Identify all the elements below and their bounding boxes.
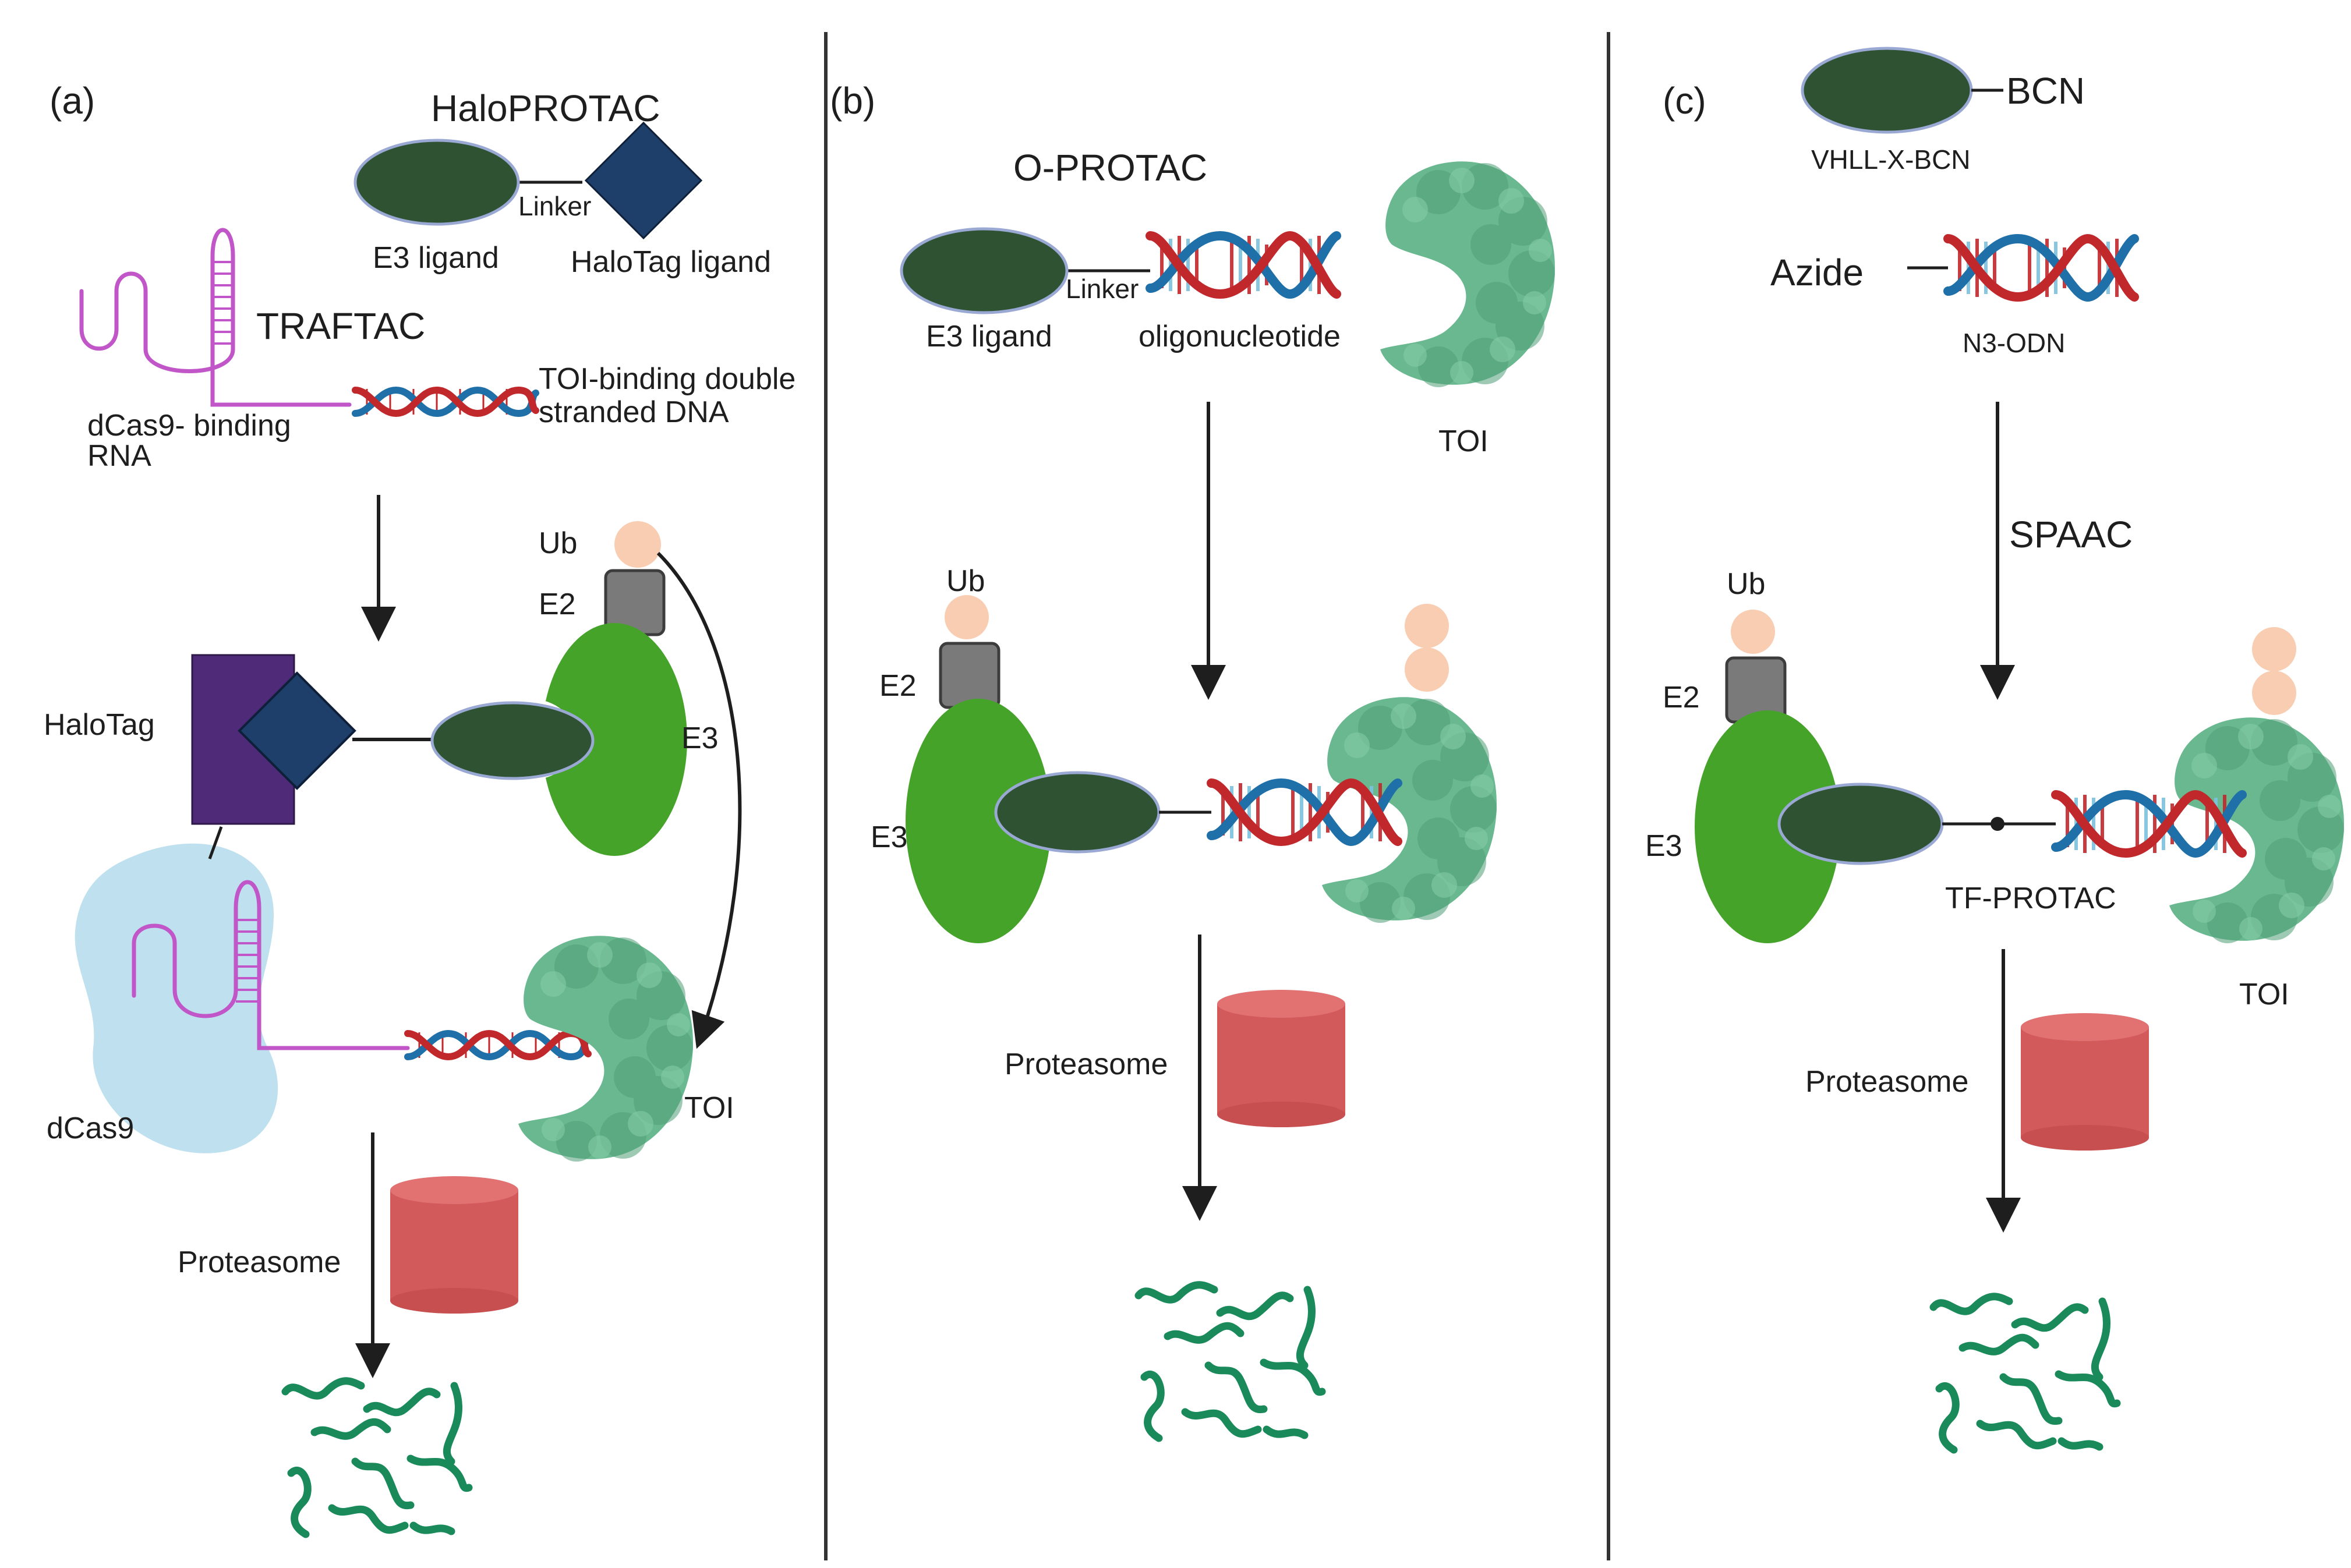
panel-b-toi-label: TOI bbox=[1438, 424, 1489, 458]
panel-c-e3-ligase bbox=[1695, 710, 1840, 943]
panel-b-e2-icon bbox=[939, 642, 1000, 709]
panel-b-e3-ligand-bound bbox=[994, 771, 1161, 854]
halo-protac-e3-ligand-label: E3 ligand bbox=[373, 241, 499, 275]
panel-a-toi-label: TOI bbox=[684, 1091, 734, 1125]
o-protac-linker-label: Linker bbox=[1066, 274, 1139, 304]
traftac-dna-icon bbox=[355, 389, 536, 415]
panel-c-toi-label: TOI bbox=[2239, 978, 2289, 1011]
panel-a-ub-icon bbox=[614, 521, 661, 568]
panel-a: (a) HaloPROTAC Linker E3 ligand HaloTag … bbox=[44, 80, 796, 1534]
halotag-label: HaloTag bbox=[44, 708, 155, 742]
halo-protac-e3-ligand bbox=[353, 139, 520, 226]
panel-a-e3-ligand-bound bbox=[430, 701, 595, 780]
panel-c: (c) BCN VHLL-X-BCN Azide N3-ODN SPAAC Ub… bbox=[1645, 47, 2344, 1450]
panel-a-e3-label: E3 bbox=[681, 721, 719, 755]
panel-c-ub-label: Ub bbox=[1727, 567, 1765, 601]
vhll-ligand bbox=[1801, 47, 1973, 134]
panel-b-dna-bound-icon bbox=[1211, 783, 1398, 841]
halo-protac-title: HaloPROTAC bbox=[431, 87, 660, 129]
panel-a-letter: (a) bbox=[50, 80, 95, 122]
o-protac-oligonucleotide-icon bbox=[1150, 236, 1337, 294]
panel-c-peptide-fragments bbox=[1933, 1297, 2117, 1450]
tf-protac-label: TF-PROTAC bbox=[1945, 882, 2116, 915]
vhll-x-bcn-label: VHLL-X-BCN bbox=[1811, 144, 1971, 175]
halotag-ligand-bound bbox=[238, 671, 356, 790]
ubiquitin-transfer-arrow bbox=[656, 551, 742, 1049]
panel-a-proteasome-label: Proteasome bbox=[178, 1245, 341, 1279]
panel-b: (b) O-PROTAC Linker E3 ligand oligonucle… bbox=[830, 80, 1555, 1438]
dna-label-line-1: TOI-binding double bbox=[539, 362, 796, 396]
panel-b-toi-protein-free bbox=[1380, 161, 1555, 387]
o-protac-e3-ligand-label: E3 ligand bbox=[926, 320, 1052, 353]
dcas9-rna-rungs bbox=[236, 919, 259, 1003]
panel-a-ub-label: Ub bbox=[539, 526, 577, 560]
rna-hairpin-rungs bbox=[213, 261, 233, 345]
panel-c-e3-ligand-bound bbox=[1777, 783, 1944, 865]
panel-b-e3-label: E3 bbox=[871, 820, 908, 854]
panel-c-ub-icon bbox=[1731, 610, 1775, 654]
panel-b-e3-ligase bbox=[906, 699, 1051, 943]
panel-b-toi-protein-bound bbox=[1322, 697, 1497, 923]
traftac-title: TRAFTAC bbox=[256, 305, 425, 347]
halo-protac-halotag-ligand-label: HaloTag ligand bbox=[571, 245, 771, 279]
panel-a-e3-ligase bbox=[542, 623, 687, 856]
panel-b-ub-icon bbox=[945, 595, 989, 639]
dcas9-binding-rna-icon bbox=[79, 228, 352, 407]
panel-b-ub-label: Ub bbox=[946, 564, 985, 598]
halo-protac-linker-label: Linker bbox=[518, 191, 591, 221]
rna-label-line-1: dCas9- binding bbox=[87, 409, 291, 443]
azide-label: Azide bbox=[1770, 252, 1864, 293]
dcas9-label: dCas9 bbox=[47, 1112, 134, 1145]
o-protac-title: O-PROTAC bbox=[1013, 147, 1207, 189]
panel-b-e2-label: E2 bbox=[879, 669, 917, 703]
triazole-junction bbox=[1991, 817, 2004, 831]
panel-c-proteasome-label: Proteasome bbox=[1805, 1065, 1968, 1099]
panel-c-proteasome bbox=[2021, 1013, 2149, 1151]
halotag-dcas9-tether bbox=[208, 826, 223, 859]
panel-c-e3-label: E3 bbox=[1645, 829, 1682, 863]
n3-odn-label: N3-ODN bbox=[1963, 328, 2065, 358]
panel-a-peptide-fragments bbox=[285, 1381, 469, 1534]
n3-odn-icon bbox=[1948, 239, 2134, 297]
panel-c-e2-label: E2 bbox=[1663, 681, 1700, 714]
dna-label-line-2: stranded DNA bbox=[539, 395, 729, 429]
panel-c-toi-protein-bound bbox=[2169, 717, 2344, 943]
panel-a-proteasome bbox=[390, 1176, 518, 1314]
o-protac-e3-ligand bbox=[900, 227, 1069, 314]
panel-c-letter: (c) bbox=[1663, 80, 1706, 122]
panel-c-ub-chain-2 bbox=[2252, 671, 2296, 715]
bcn-label: BCN bbox=[2006, 70, 2085, 112]
spaac-label: SPAAC bbox=[2009, 514, 2133, 555]
panel-b-ub-chain-2 bbox=[1405, 647, 1449, 692]
panel-a-dna-bound-icon bbox=[408, 1032, 588, 1058]
halo-protac-halotag-ligand bbox=[584, 121, 703, 240]
panel-b-proteasome-label: Proteasome bbox=[1005, 1047, 1168, 1081]
panel-a-e2-label: E2 bbox=[539, 587, 576, 621]
rna-label-line-2: RNA bbox=[87, 439, 151, 473]
panel-b-ub-chain-1 bbox=[1405, 604, 1449, 648]
panel-b-peptide-fragments bbox=[1139, 1285, 1322, 1438]
panel-b-letter: (b) bbox=[830, 80, 875, 122]
panel-b-proteasome bbox=[1217, 990, 1345, 1127]
panel-c-ub-chain-1 bbox=[2252, 627, 2296, 671]
panel-c-dna-bound-icon bbox=[2056, 795, 2242, 853]
dcas9-rna-icon bbox=[132, 880, 410, 1050]
o-protac-oligonucleotide-label: oligonucleotide bbox=[1139, 320, 1341, 353]
